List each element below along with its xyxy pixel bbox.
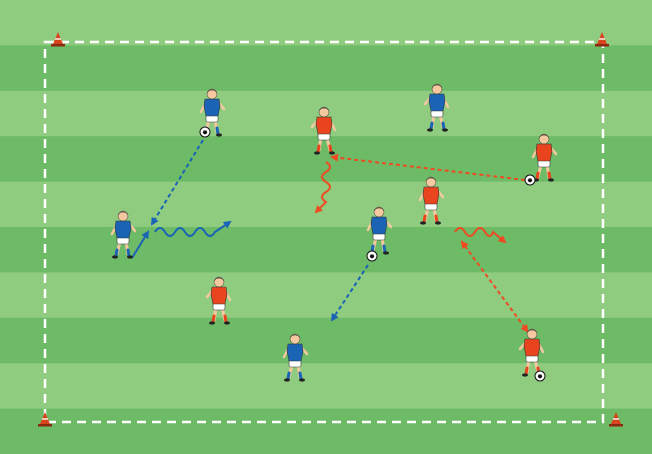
grass-stripe: [0, 363, 652, 409]
grass-stripe: [0, 272, 652, 318]
grass-stripe: [0, 409, 652, 454]
grass-stripe: [0, 45, 652, 91]
ball-icon: [525, 175, 535, 185]
ball-icon: [200, 127, 210, 137]
grass-stripe: [0, 227, 652, 273]
ball-icon: [367, 251, 377, 261]
grass-stripe: [0, 318, 652, 364]
ball-icon: [535, 371, 545, 381]
grass-stripe: [0, 0, 652, 46]
grass-stripe: [0, 182, 652, 228]
grass-stripe: [0, 136, 652, 182]
